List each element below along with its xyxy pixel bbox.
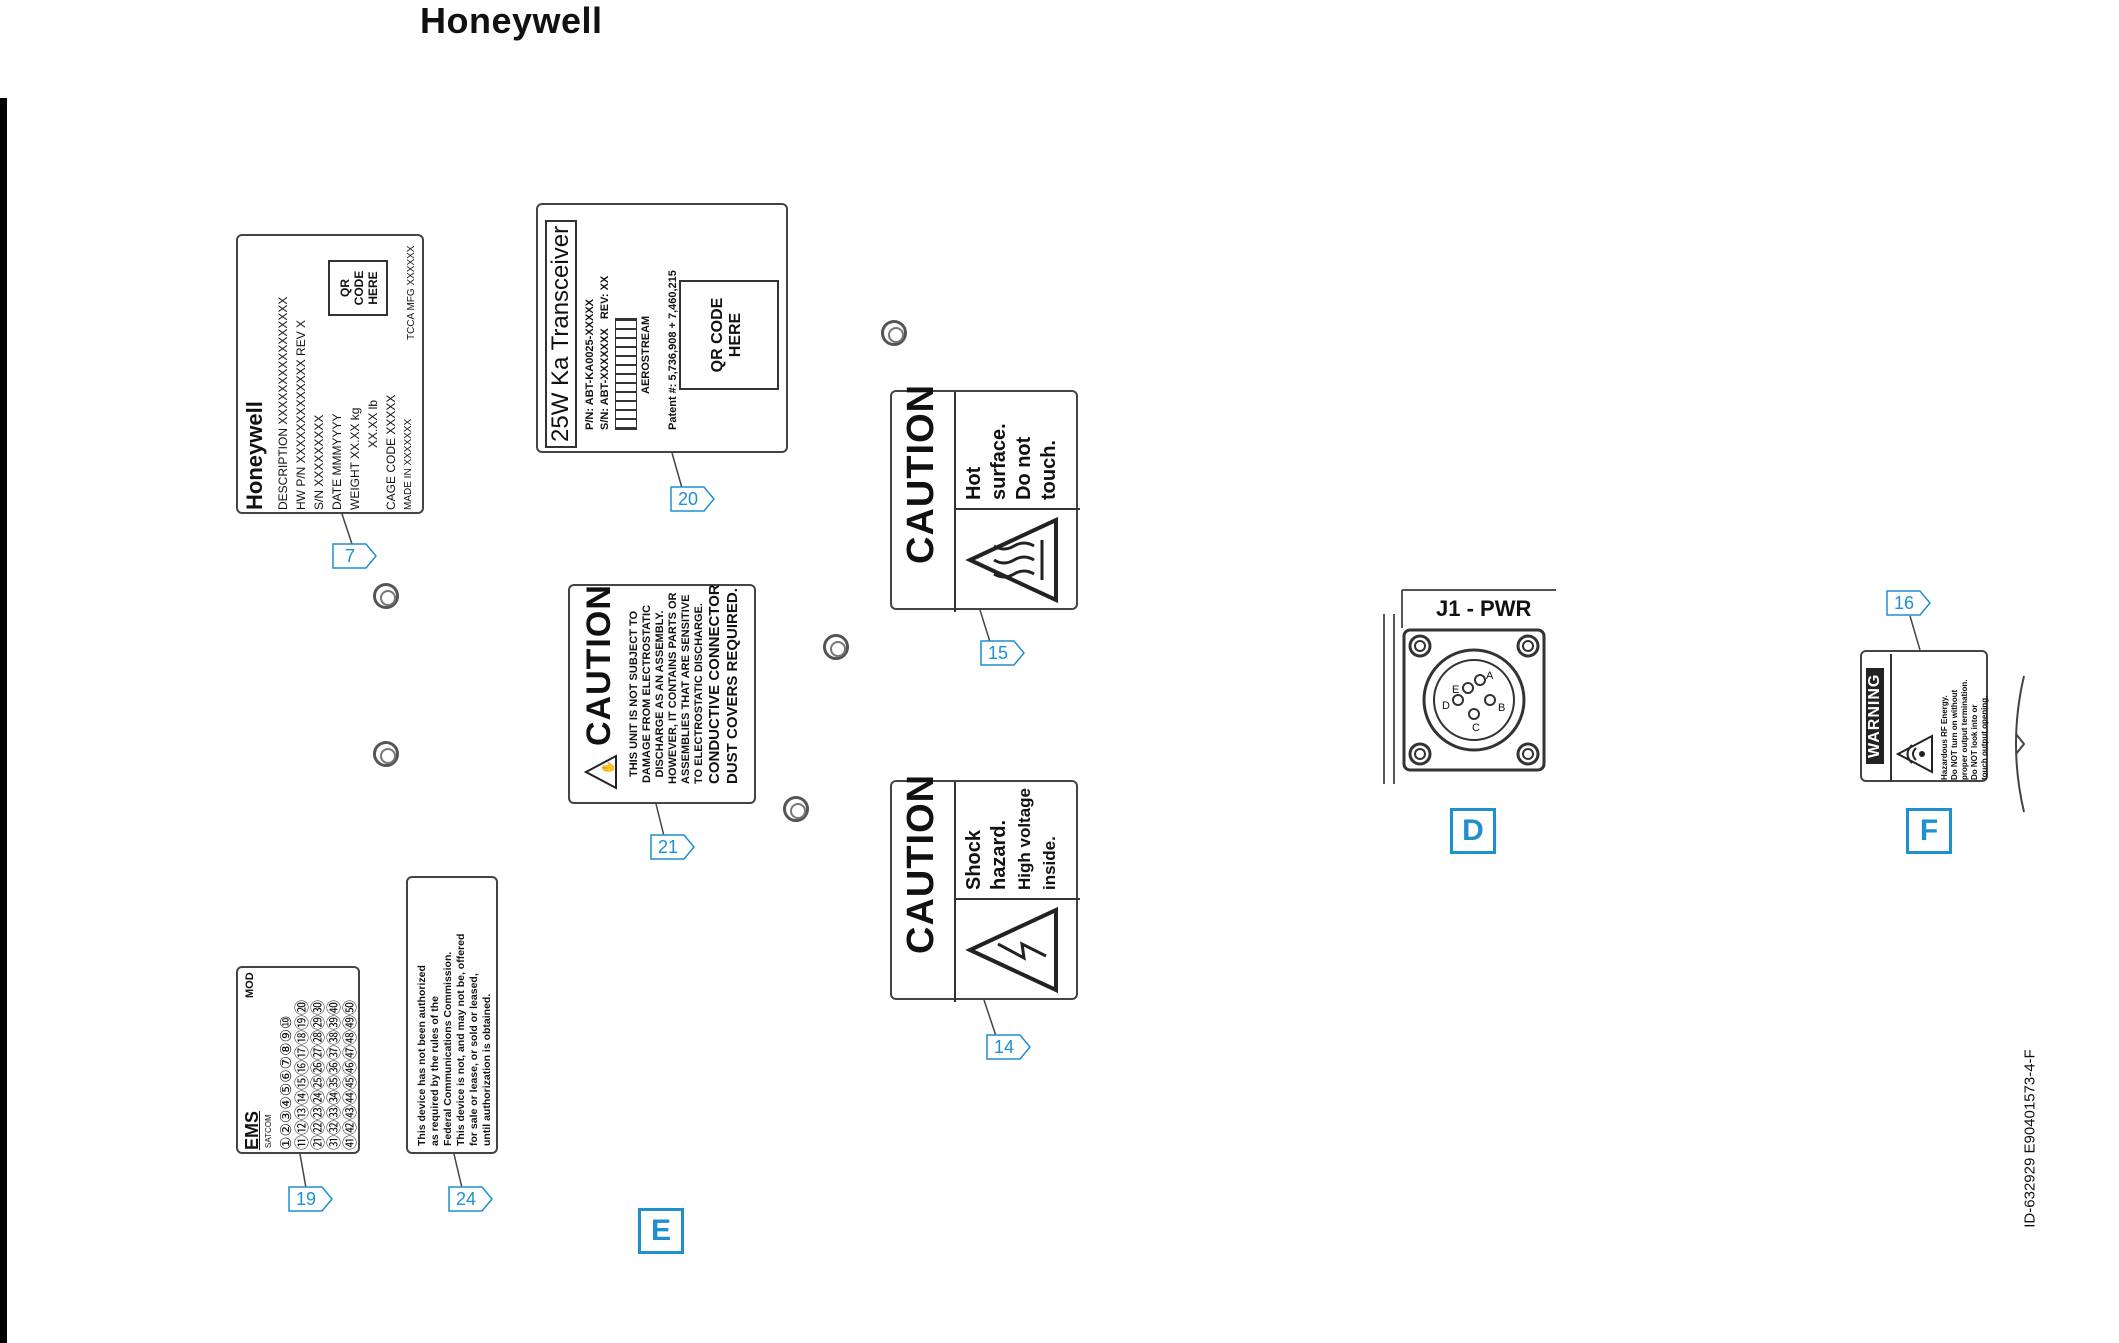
honeywell-logo: Honeywell bbox=[420, 0, 603, 41]
connector-pin-label: A bbox=[1486, 670, 1494, 682]
mounting-screw bbox=[373, 741, 399, 767]
mod-status-label: EMS SATCOM MOD ①②③④⑤⑥⑦⑧⑨⑩ ⑪⑫⑬⑭⑮⑯⑰⑱⑲⑳ ㉑㉒㉓… bbox=[236, 966, 360, 1154]
view-label-d: D bbox=[1450, 808, 1496, 854]
connector-pin-label: B bbox=[1498, 702, 1506, 714]
j1-power-connector: J1 - PWR A B C D E bbox=[1380, 588, 1556, 788]
connector-title: J1 - PWR bbox=[1436, 596, 1532, 621]
view-label-e: E bbox=[638, 1208, 684, 1254]
id-plate-label: Honeywell DESCRIPTION XXXXXXXXXXXXXXXX H… bbox=[236, 234, 424, 514]
rf-radiation-icon bbox=[1896, 734, 1933, 774]
shock-hazard-caution-label: CAUTION Shock hazard. High voltage insid… bbox=[890, 774, 1080, 1002]
rf-warning-label: WARNING Hazardous RF Energy. Do NOT turn… bbox=[1860, 650, 1989, 782]
svg-text:✋: ✋ bbox=[601, 760, 615, 775]
esd-caution-label: CAUTION ✋ THIS UNIT IS NOT SUBJECT TO DA… bbox=[568, 584, 756, 804]
fcc-notice-label: This device has not been authorized as r… bbox=[406, 876, 498, 1154]
rf-horn-outline bbox=[2015, 675, 2026, 813]
high-voltage-icon bbox=[965, 906, 1058, 994]
callout-16: 16 bbox=[1886, 590, 1931, 616]
page-left-bar bbox=[0, 98, 7, 1343]
connector-pin-label: E bbox=[1452, 684, 1460, 696]
callout-21: 21 bbox=[650, 834, 695, 860]
mounting-screw bbox=[881, 320, 907, 346]
mounting-screw bbox=[373, 583, 399, 609]
callout-24: 24 bbox=[448, 1186, 493, 1212]
connector-pin-label: C bbox=[1472, 722, 1480, 734]
transceiver-label: 25W Ka Transceiver P/N: ABT-KA0025-XXXXX… bbox=[536, 203, 788, 453]
connector-pin-label: D bbox=[1442, 700, 1450, 712]
callout-15: 15 bbox=[980, 640, 1025, 666]
view-label-f: F bbox=[1906, 808, 1952, 854]
mounting-screw bbox=[783, 796, 809, 822]
hot-surface-caution-label: CAUTION Hot surface. Do not touch. bbox=[890, 384, 1080, 612]
callout-14: 14 bbox=[986, 1034, 1031, 1060]
callout-19: 19 bbox=[288, 1186, 333, 1212]
hot-surface-icon bbox=[965, 516, 1058, 604]
mounting-screw bbox=[823, 634, 849, 660]
figure-id: ID-632929 E90401573-4-F bbox=[2021, 1049, 2039, 1228]
esd-warning-icon: ✋ bbox=[584, 754, 617, 790]
callout-20: 20 bbox=[670, 486, 715, 512]
callout-7: 7 bbox=[332, 543, 377, 569]
